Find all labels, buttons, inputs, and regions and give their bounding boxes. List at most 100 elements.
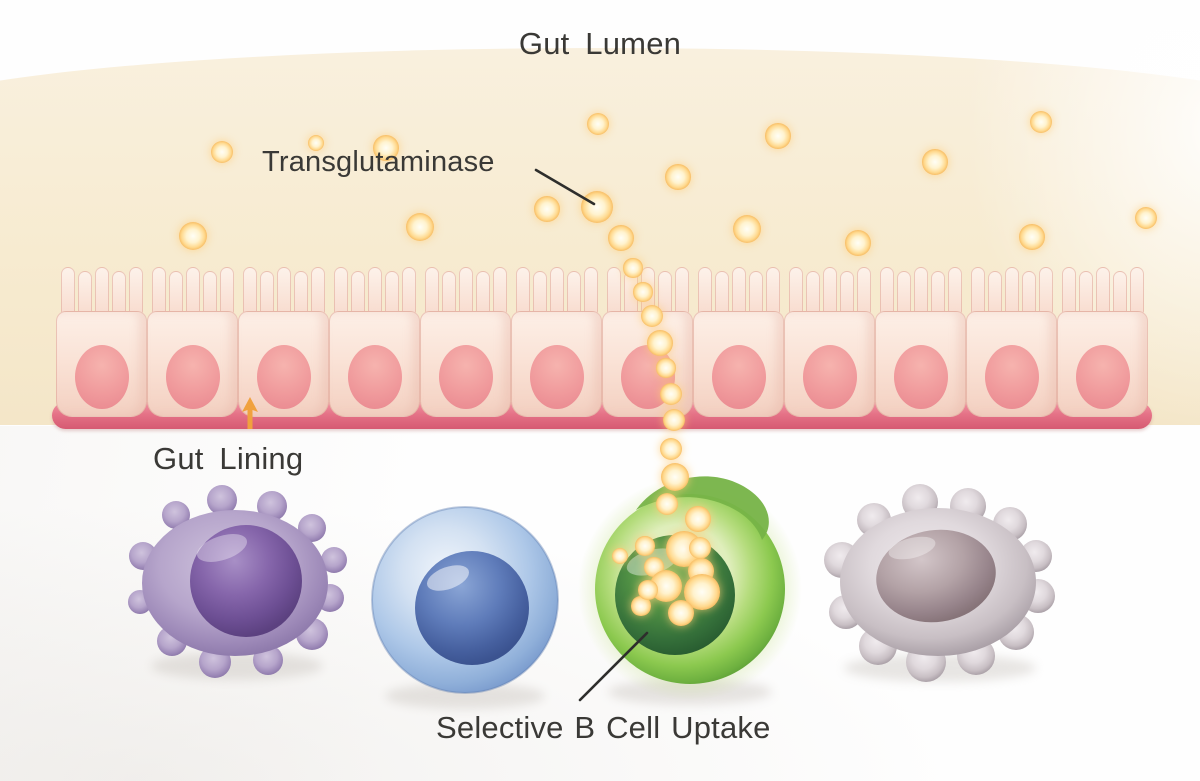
epithelial-cell-body bbox=[420, 311, 511, 417]
epithelial-cell-nucleus bbox=[347, 345, 402, 409]
gray-cell-nucleus bbox=[876, 529, 996, 623]
epithelial-cell bbox=[56, 266, 147, 417]
epithelial-cell bbox=[511, 266, 602, 417]
microvillus bbox=[293, 271, 308, 314]
microvilli bbox=[333, 266, 416, 314]
epithelial-cell-body bbox=[966, 311, 1057, 417]
gut-lumen-label: Gut Lumen bbox=[518, 26, 682, 61]
epithelial-cell bbox=[238, 266, 329, 417]
microvillus bbox=[333, 267, 348, 314]
selective-b-cell-uptake-label: Selective B Cell Uptake bbox=[436, 710, 771, 745]
epithelial-cell-nucleus bbox=[256, 345, 311, 409]
microvillus bbox=[111, 271, 126, 314]
gut-lining-arrow-icon bbox=[242, 397, 258, 429]
epithelial-cell bbox=[875, 266, 966, 417]
epithelial-cell-nucleus bbox=[893, 345, 948, 409]
epithelial-cell bbox=[147, 266, 238, 417]
microvillus bbox=[60, 267, 75, 314]
epithelial-cell bbox=[966, 266, 1057, 417]
epithelial-cell-nucleus bbox=[438, 345, 493, 409]
blue-cell bbox=[371, 506, 559, 694]
purple-cell bbox=[128, 485, 347, 678]
b-cell-membrane-flap bbox=[636, 476, 769, 540]
purple-cell-nucleus bbox=[190, 525, 302, 637]
epithelial-cell-nucleus bbox=[802, 345, 857, 409]
epithelial-cell-body bbox=[693, 311, 784, 417]
epithelial-cell-body bbox=[784, 311, 875, 417]
microvillus bbox=[748, 271, 763, 314]
epithelial-cell bbox=[784, 266, 875, 417]
microvillus bbox=[566, 271, 581, 314]
microvillus bbox=[202, 271, 217, 314]
microvillus bbox=[441, 271, 456, 314]
microvillus bbox=[657, 271, 672, 314]
microvilli bbox=[697, 266, 780, 314]
microvillus bbox=[788, 267, 803, 314]
epithelial-cell-nucleus bbox=[984, 345, 1039, 409]
microvillus bbox=[367, 267, 382, 314]
microvillus bbox=[219, 267, 234, 314]
epithelial-cell-body bbox=[147, 311, 238, 417]
microvillus bbox=[532, 271, 547, 314]
epithelial-cell bbox=[329, 266, 420, 417]
microvillus bbox=[856, 267, 871, 314]
gut-lining-label: Gut Lining bbox=[153, 441, 304, 476]
epithelial-cell-body bbox=[238, 311, 329, 417]
epithelial-cell bbox=[693, 266, 784, 417]
gray-cell bbox=[824, 484, 1055, 682]
microvillus bbox=[1061, 267, 1076, 314]
microvillus bbox=[674, 267, 689, 314]
blue-cell-nucleus bbox=[415, 551, 529, 665]
microvillus bbox=[896, 271, 911, 314]
microvilli bbox=[970, 266, 1053, 314]
microvillus bbox=[549, 267, 564, 314]
microvillus bbox=[1078, 271, 1093, 314]
microvillus bbox=[765, 267, 780, 314]
microvillus bbox=[930, 271, 945, 314]
microvillus bbox=[77, 271, 92, 314]
microvillus bbox=[1129, 267, 1144, 314]
microvilli bbox=[424, 266, 507, 314]
microvillus bbox=[1112, 271, 1127, 314]
epithelial-cell-nucleus bbox=[165, 345, 220, 409]
epithelial-cell-body bbox=[511, 311, 602, 417]
microvillus bbox=[1038, 267, 1053, 314]
microvillus bbox=[731, 267, 746, 314]
selective-uptake-leader-line bbox=[578, 631, 649, 702]
transglutaminase-leader-line bbox=[534, 168, 596, 206]
microvillus bbox=[475, 271, 490, 314]
microvillus bbox=[822, 267, 837, 314]
epithelial-cell-body bbox=[56, 311, 147, 417]
microvillus bbox=[987, 271, 1002, 314]
microvillus bbox=[947, 267, 962, 314]
microvillus bbox=[714, 271, 729, 314]
cell-shadows bbox=[151, 652, 1036, 709]
microvilli bbox=[151, 266, 234, 314]
microvillus bbox=[242, 267, 257, 314]
microvillus bbox=[94, 267, 109, 314]
epithelial-cell bbox=[420, 266, 511, 417]
microvillus bbox=[583, 267, 598, 314]
microvilli bbox=[879, 266, 962, 314]
epithelial-cell-body bbox=[875, 311, 966, 417]
microvillus bbox=[913, 267, 928, 314]
microvilli bbox=[788, 266, 871, 314]
microvilli bbox=[60, 266, 143, 314]
microvillus bbox=[185, 267, 200, 314]
microvillus bbox=[424, 267, 439, 314]
microvilli bbox=[242, 266, 325, 314]
epithelial-cell-nucleus bbox=[74, 345, 129, 409]
microvillus bbox=[839, 271, 854, 314]
microvillus bbox=[128, 267, 143, 314]
microvillus bbox=[492, 267, 507, 314]
microvillus bbox=[1004, 267, 1019, 314]
microvillus bbox=[1095, 267, 1110, 314]
microvillus bbox=[879, 267, 894, 314]
microvillus bbox=[259, 271, 274, 314]
microvillus bbox=[970, 267, 985, 314]
microvillus bbox=[276, 267, 291, 314]
microvillus bbox=[350, 271, 365, 314]
epithelial-cell-nucleus bbox=[711, 345, 766, 409]
